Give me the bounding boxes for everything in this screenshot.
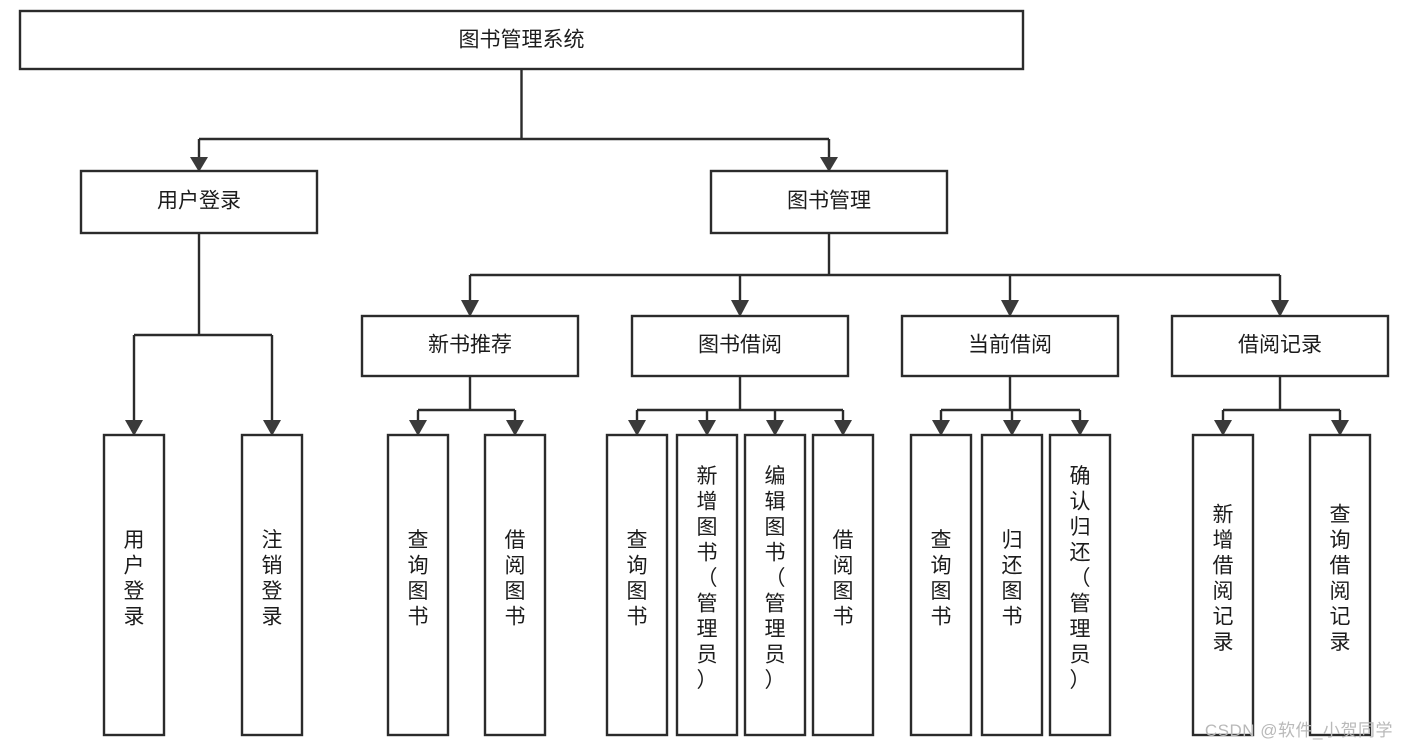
arrow-head-leaf-borrow-book	[834, 420, 852, 436]
node-leaf-user-login[interactable]: 用户登录	[102, 433, 166, 737]
arrow-head-leaf-add-book	[698, 420, 716, 436]
node-new-book-recommend[interactable]: 新书推荐	[360, 314, 580, 378]
node-root-box[interactable]	[18, 9, 1025, 71]
connector-newbook-to-leaves	[416, 376, 517, 428]
node-leaf-query-book-borrow-box[interactable]	[605, 433, 669, 737]
node-leaf-borrow-book[interactable]: 借阅图书	[811, 433, 875, 737]
node-leaf-query-book-borrow-label: 查询图书	[627, 529, 648, 629]
node-leaf-query-book-current-label: 查询图书	[931, 529, 952, 629]
arrow-head-user-login	[190, 157, 208, 172]
arrow-head-leaf-return-book	[1003, 420, 1021, 436]
node-new-book-recommend-label: 新书推荐	[428, 334, 512, 357]
node-leaf-add-borrow-record-box[interactable]	[1191, 433, 1255, 737]
node-root[interactable]: 图书管理系统	[18, 9, 1025, 71]
node-leaf-edit-book-label: 编辑图书（管理员）	[765, 465, 786, 692]
node-leaf-user-login-label: 用户登录	[124, 529, 145, 629]
node-leaf-borrow-book-recommend[interactable]: 借阅图书	[483, 433, 547, 737]
connector-currentborrow-to-leaves	[939, 376, 1082, 428]
node-leaf-logout-label: 注销登录	[262, 529, 283, 629]
node-book-borrow[interactable]: 图书借阅	[630, 314, 850, 378]
node-leaf-borrow-book-box[interactable]	[811, 433, 875, 737]
arrow-head-new-book-recommend	[461, 300, 479, 317]
node-root-label: 图书管理系统	[459, 29, 585, 52]
node-new-book-recommend-box[interactable]	[360, 314, 580, 378]
node-book-management[interactable]: 图书管理	[709, 169, 949, 235]
arrow-head-leaf-query-book-current	[932, 420, 950, 436]
connector-root-to-level2	[197, 69, 831, 163]
node-user-login[interactable]: 用户登录	[79, 169, 319, 235]
node-leaf-confirm-return[interactable]: 确认归还（管理员）	[1048, 433, 1112, 737]
arrow-head-leaf-borrow-book-recommend	[506, 420, 524, 436]
node-leaf-query-book-recommend[interactable]: 查询图书	[386, 433, 450, 737]
arrow-head-borrow-record	[1271, 300, 1289, 317]
node-leaf-edit-book-box[interactable]	[743, 433, 807, 737]
node-leaf-query-borrow-record-label: 查询借阅记录	[1330, 503, 1351, 654]
connector-bookmgmt-to-level3	[468, 233, 1282, 309]
node-leaf-query-borrow-record[interactable]: 查询借阅记录	[1308, 433, 1372, 737]
node-leaf-logout[interactable]: 注销登录	[240, 433, 304, 737]
arrow-head-book-management	[820, 157, 838, 172]
node-book-borrow-box[interactable]	[630, 314, 850, 378]
node-leaf-add-book[interactable]: 新增图书（管理员）	[675, 433, 739, 737]
connector-bookborrow-to-leaves	[635, 376, 845, 428]
arrow-head-leaf-confirm-return	[1071, 420, 1089, 436]
watermark-csdn: CSDN @软件_小贺同学	[1204, 721, 1393, 740]
node-book-borrow-label: 图书借阅	[698, 334, 782, 357]
node-user-login-box[interactable]	[79, 169, 319, 235]
node-leaf-query-book-current[interactable]: 查询图书	[909, 433, 973, 737]
node-leaf-logout-box[interactable]	[240, 433, 304, 737]
node-leaf-borrow-book-label: 借阅图书	[833, 529, 854, 629]
node-current-borrow[interactable]: 当前借阅	[900, 314, 1120, 378]
node-current-borrow-label: 当前借阅	[968, 334, 1052, 357]
connector-borrowrecord-to-leaves	[1221, 376, 1342, 428]
node-leaf-confirm-return-box[interactable]	[1048, 433, 1112, 737]
connector-layer	[125, 69, 1349, 436]
node-leaf-user-login-box[interactable]	[102, 433, 166, 737]
leaf-node-layer: 用户登录 注销登录 查询图书 借阅图书 查询图书 新增图书（管理员）	[102, 433, 1372, 737]
arrow-head-current-borrow	[1001, 300, 1019, 317]
node-leaf-add-borrow-record[interactable]: 新增借阅记录	[1191, 433, 1255, 737]
node-leaf-query-book-current-box[interactable]	[909, 433, 973, 737]
node-leaf-query-book-borrow[interactable]: 查询图书	[605, 433, 669, 737]
arrow-head-leaf-edit-book	[766, 420, 784, 436]
connector-userlogin-to-leaves	[132, 233, 274, 428]
arrow-head-book-borrow	[731, 300, 749, 317]
arrow-head-leaf-query-borrow-record	[1331, 420, 1349, 436]
node-leaf-edit-book[interactable]: 编辑图书（管理员）	[743, 433, 807, 737]
arrow-head-leaf-query-book-borrow	[628, 420, 646, 436]
node-borrow-record-box[interactable]	[1170, 314, 1390, 378]
node-user-login-label: 用户登录	[157, 190, 241, 213]
arrow-head-leaf-query-book-recommend	[409, 420, 427, 436]
node-borrow-record[interactable]: 借阅记录	[1170, 314, 1390, 378]
node-leaf-query-book-recommend-box[interactable]	[386, 433, 450, 737]
node-leaf-return-book-label: 归还图书	[1002, 529, 1023, 629]
node-current-borrow-box[interactable]	[900, 314, 1120, 378]
node-leaf-return-book-box[interactable]	[980, 433, 1044, 737]
arrow-head-leaf-logout	[263, 420, 281, 436]
node-leaf-borrow-book-recommend-box[interactable]	[483, 433, 547, 737]
node-leaf-borrow-book-recommend-label: 借阅图书	[505, 529, 526, 629]
arrow-head-leaf-add-borrow-record	[1214, 420, 1232, 436]
arrow-head-leaf-user-login	[125, 420, 143, 436]
node-book-management-box[interactable]	[709, 169, 949, 235]
node-leaf-return-book[interactable]: 归还图书	[980, 433, 1044, 737]
node-leaf-query-book-recommend-label: 查询图书	[408, 529, 429, 629]
node-leaf-add-borrow-record-label: 新增借阅记录	[1213, 503, 1234, 654]
node-leaf-query-borrow-record-box[interactable]	[1308, 433, 1372, 737]
node-borrow-record-label: 借阅记录	[1238, 334, 1322, 357]
node-leaf-add-book-label: 新增图书（管理员）	[697, 465, 718, 692]
node-leaf-add-book-box[interactable]	[675, 433, 739, 737]
node-book-management-label: 图书管理	[787, 190, 871, 213]
node-leaf-confirm-return-label: 确认归还（管理员）	[1070, 465, 1091, 692]
